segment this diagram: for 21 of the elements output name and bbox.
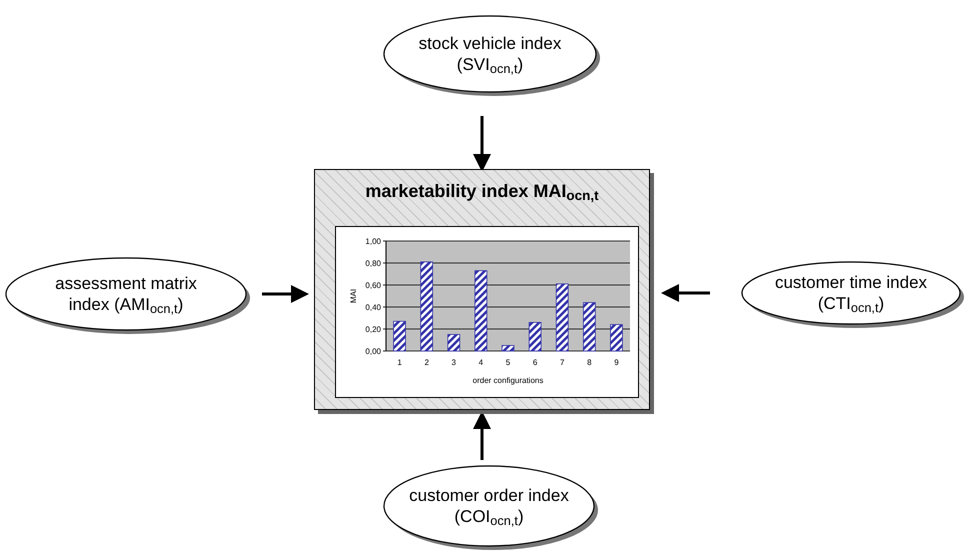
arrow (473, 411, 491, 460)
y-axis-label: MAI (349, 288, 358, 304)
y-tick-label: 0,00 (365, 347, 381, 356)
arrow (661, 284, 710, 302)
x-tick-label: 8 (587, 358, 592, 367)
x-tick-label: 3 (452, 358, 456, 367)
y-tick-label: 0,40 (365, 303, 381, 312)
arrow (262, 285, 309, 303)
arrow (473, 116, 491, 172)
x-tick-label: 4 (478, 358, 484, 367)
x-tick-label: 9 (614, 358, 619, 367)
x-tick-label: 1 (397, 358, 402, 367)
y-tick-label: 0,20 (365, 325, 381, 334)
x-tick-label: 6 (532, 358, 538, 367)
y-tick-label: 1,00 (365, 237, 381, 246)
y-tick-label: 0,80 (365, 259, 381, 268)
x-axis-label: order configurations (472, 376, 544, 385)
y-tick-label: 0,60 (365, 281, 381, 290)
x-tick-label: 2 (424, 358, 429, 367)
x-tick-label: 5 (506, 358, 510, 367)
x-tick-label: 7 (560, 358, 564, 367)
